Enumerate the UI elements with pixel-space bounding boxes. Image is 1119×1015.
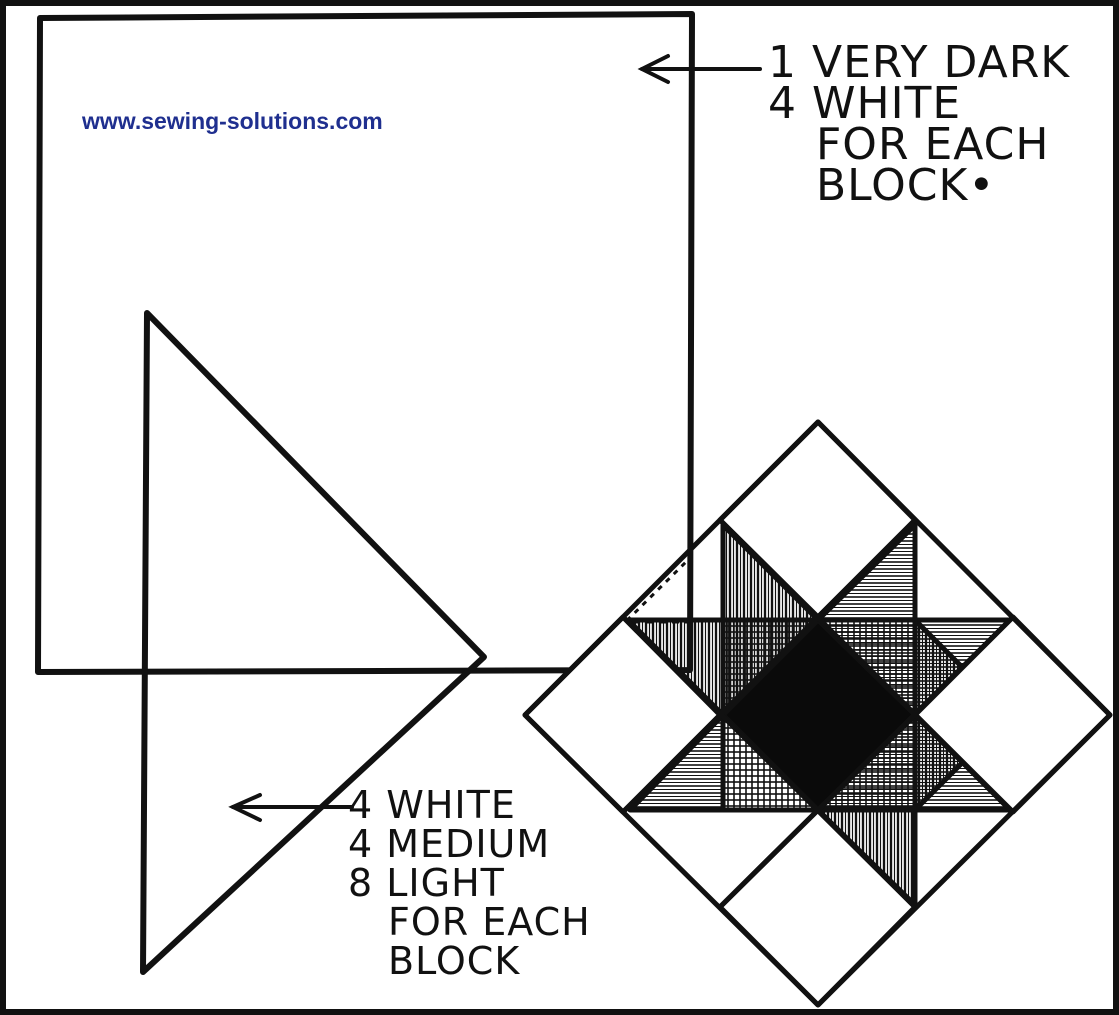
note-line: 8 LIGHT: [348, 861, 505, 905]
note-line: 4 WHITE: [768, 78, 962, 129]
triangle-template: [140, 310, 487, 975]
quilt-block: [522, 419, 1113, 1008]
note-line: 4 MEDIUM: [348, 822, 551, 866]
note-line: 1 VERY DARK: [768, 37, 1071, 88]
watermark-url: www.sewing-solutions.com: [82, 108, 383, 134]
note-line: 4 WHITE: [348, 783, 516, 827]
note-line: FOR EACH: [388, 900, 591, 944]
triangle-piece-note: 4 WHITE 4 MEDIUM 8 LIGHT FOR EACH BLOCK: [348, 786, 591, 981]
note-line: BLOCK•: [816, 160, 996, 211]
note-line: FOR EACH: [816, 119, 1050, 170]
note-line: BLOCK: [388, 939, 521, 983]
square-piece-note: 1 VERY DARK 4 WHITE FOR EACH BLOCK•: [768, 37, 1071, 211]
arrow-to-square: [637, 54, 762, 84]
arrow-to-triangle: [228, 793, 354, 822]
